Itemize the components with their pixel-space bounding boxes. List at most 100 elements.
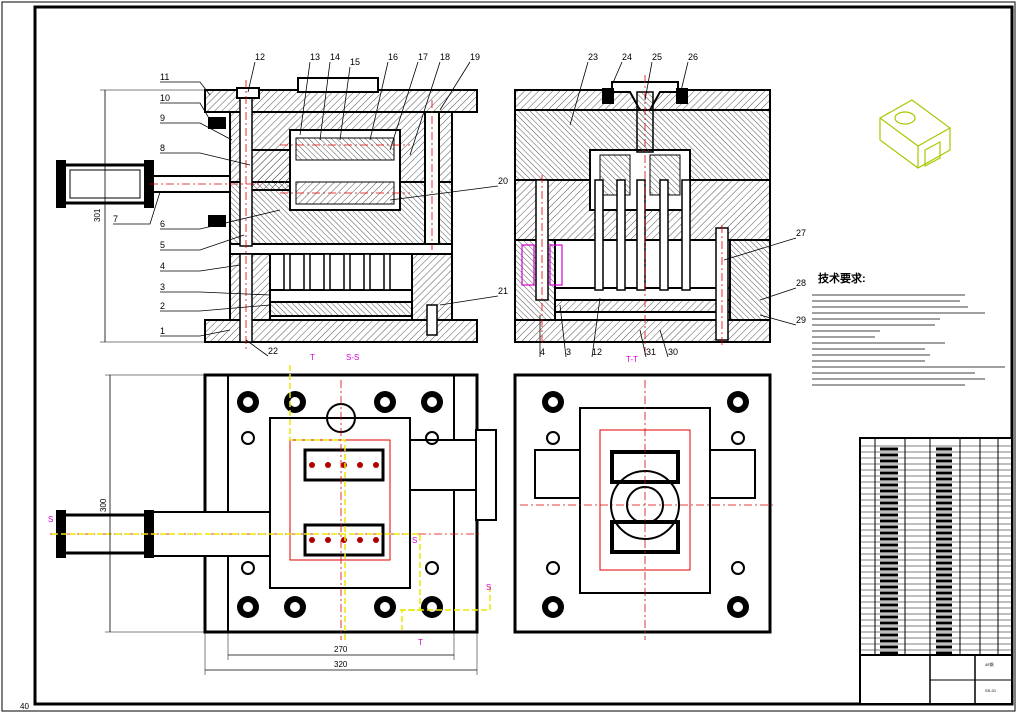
bom-cell-text xyxy=(880,627,898,631)
bom-cell-text xyxy=(936,531,952,535)
bom-cell-text xyxy=(936,639,952,643)
part-balloon-label: 8 xyxy=(160,143,165,153)
bom-cell-text xyxy=(936,501,952,505)
part-balloon-label: 12 xyxy=(592,347,602,357)
leader-line xyxy=(160,209,281,230)
bom-cell-text xyxy=(880,561,898,565)
bom-cell-text xyxy=(880,453,898,457)
bom-cell-text xyxy=(880,585,898,589)
bom-cell-text xyxy=(880,489,898,493)
bom-cell-text xyxy=(880,459,898,463)
front-view-left: 301 xyxy=(56,77,478,350)
part-balloon-label: 21 xyxy=(498,286,508,296)
part-balloon-label: 15 xyxy=(350,57,360,67)
leader-line xyxy=(160,264,241,272)
bom-cell-text xyxy=(936,633,952,637)
bom-cell-text xyxy=(880,567,898,571)
part-balloon-label: 20 xyxy=(498,176,508,186)
leader-line xyxy=(759,287,797,301)
leader-line xyxy=(723,237,797,261)
part-balloon-label: 22 xyxy=(268,346,278,356)
leader-line xyxy=(113,191,161,225)
bom-cell-text xyxy=(936,645,952,649)
part-balloon-label: 27 xyxy=(796,228,806,238)
part-balloon-label: 12 xyxy=(255,52,265,62)
bom-cell-text xyxy=(880,525,898,529)
bom-cell-text xyxy=(936,627,952,631)
bom-cell-text xyxy=(880,573,898,577)
plan-view-left: T T S S S 300 270 320 xyxy=(48,353,497,675)
plan-view-right xyxy=(513,373,775,640)
part-balloon-label: 19 xyxy=(470,52,480,62)
part-balloon-label: 1 xyxy=(160,326,165,336)
part-balloon-label: 28 xyxy=(796,278,806,288)
section-label-t: T-T xyxy=(626,355,638,364)
bom-cell-text xyxy=(880,555,898,559)
bom-cell-text xyxy=(936,597,952,601)
bom-cell-text xyxy=(936,477,952,481)
leader-line xyxy=(160,329,231,337)
bom-cell-text xyxy=(936,453,952,457)
bom-cell-text xyxy=(880,501,898,505)
leader-line xyxy=(160,102,211,121)
part-balloon-label: 4 xyxy=(540,347,545,357)
bom-cell-text xyxy=(880,645,898,649)
part-balloon-label: 16 xyxy=(388,52,398,62)
front-height-dimension: 301 xyxy=(93,208,102,222)
bom-cell-text xyxy=(880,447,898,451)
bom-cell-text xyxy=(936,459,952,463)
bom-cell-text xyxy=(880,477,898,481)
leader-line xyxy=(247,61,256,93)
bom-cell-text xyxy=(936,483,952,487)
leader-line xyxy=(409,61,441,156)
bom-cell-text xyxy=(936,591,952,595)
leader-line xyxy=(389,61,419,151)
leader-line xyxy=(160,304,271,312)
bom-cell-text xyxy=(880,465,898,469)
bom-cell-text xyxy=(936,585,952,589)
title-block-material: 45钢 xyxy=(985,661,993,667)
leader-line xyxy=(160,291,271,296)
bom-cell-text xyxy=(936,537,952,541)
part-balloon-label: 14 xyxy=(330,52,340,62)
section-mark-t-bottom: T xyxy=(418,638,423,647)
leader-line xyxy=(659,329,669,358)
bom-cell-text xyxy=(880,519,898,523)
part-balloon-label: 5 xyxy=(160,240,165,250)
leader-line xyxy=(160,122,233,141)
part-balloon-label: 7 xyxy=(113,214,118,224)
section-mark-s-mid: S xyxy=(412,536,417,545)
bom-cell-text xyxy=(880,579,898,583)
part-balloon-label: 13 xyxy=(310,52,320,62)
part-balloon-label: 9 xyxy=(160,113,165,123)
bom-cell-text xyxy=(936,561,952,565)
leader-line xyxy=(439,295,499,306)
plan-outer-width-dimension: 320 xyxy=(334,660,348,669)
leader-line xyxy=(639,329,647,358)
bom-cell-text xyxy=(880,549,898,553)
plan-height-dimension: 300 xyxy=(99,498,108,512)
bom-cell-text xyxy=(936,555,952,559)
bom-cell-text xyxy=(936,615,952,619)
bom-cell-text xyxy=(936,507,952,511)
bill-of-materials: 45钢 SS-01 xyxy=(859,437,1013,705)
bom-cell-text xyxy=(936,573,952,577)
tech-requirements-notes xyxy=(812,294,1005,386)
leader-line xyxy=(439,61,471,111)
bom-cell-text xyxy=(936,471,952,475)
leader-line xyxy=(611,61,623,86)
bom-cell-text xyxy=(936,513,952,517)
bom-cell-text xyxy=(880,603,898,607)
bom-cell-text xyxy=(880,483,898,487)
section-mark-s-right: S xyxy=(486,583,491,592)
bom-cell-text xyxy=(936,651,952,655)
leader-line xyxy=(591,297,601,358)
leader-line xyxy=(160,234,245,251)
leader-line xyxy=(339,66,351,141)
part-balloon-label: 25 xyxy=(652,52,662,62)
leader-line xyxy=(644,61,653,101)
leader-line xyxy=(679,61,689,96)
bom-cell-text xyxy=(936,489,952,493)
